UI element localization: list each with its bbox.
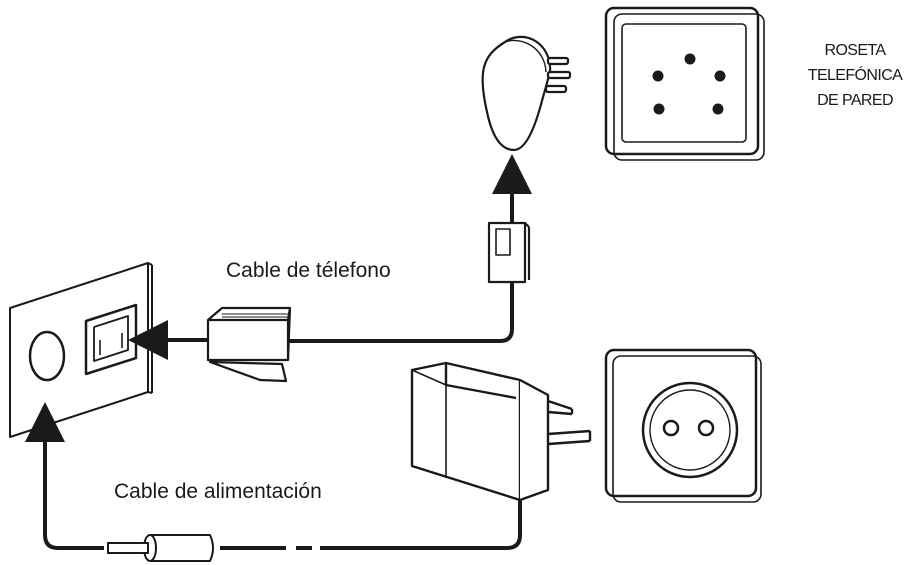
phone-plug-device-end — [206, 306, 292, 383]
power-adapter — [410, 361, 592, 502]
power-wall-socket — [604, 348, 762, 503]
device-back-panel — [9, 262, 153, 438]
wall-jack-label-line-3: DE PARED — [817, 92, 893, 109]
phone-cable-line — [288, 282, 514, 343]
phone-plug-wall-end — [487, 221, 531, 284]
phone-port — [84, 303, 138, 376]
power-barrel-connector — [107, 534, 214, 562]
wall-jack-label-line-2: TELEFÓNICA — [807, 67, 903, 84]
phone-cable-label: Cable de télefono — [226, 259, 391, 282]
wall-jack-label: ROSETA TELEFÓNICA DE PARED — [800, 38, 910, 113]
power-cable — [24, 402, 522, 550]
phone-wall-jack — [604, 6, 765, 161]
power-cable-label: Cable de alimentación — [114, 480, 322, 503]
power-input-port — [28, 330, 66, 382]
wall-jack-label-line-1: ROSETA — [824, 42, 886, 59]
phone-wall-adapter — [481, 35, 572, 152]
